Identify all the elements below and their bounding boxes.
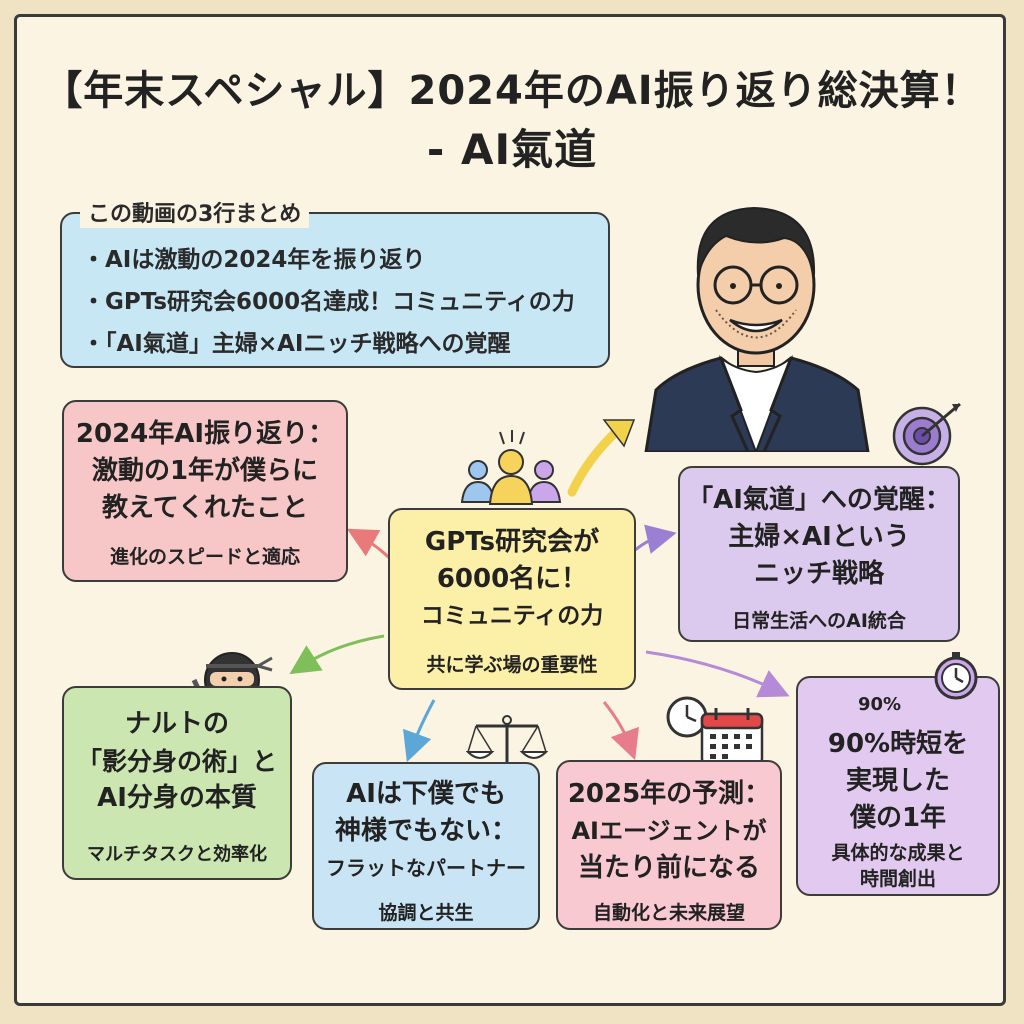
arrow-2025 [602, 701, 639, 761]
box-line: 神様でもない： [334, 816, 517, 846]
arrow-naruto [289, 634, 385, 675]
box-line: ナルトの [124, 709, 229, 739]
box-line: フラットなパートナー [326, 856, 526, 880]
box-line: 6000名に！ [436, 564, 588, 594]
arrow-ai [403, 699, 436, 763]
box-subtext: 自動化と未来展望 [592, 902, 745, 924]
title-line-2: - AI氣道 [426, 125, 598, 174]
person-illustration [644, 206, 870, 452]
box-line: 90%時短を [827, 729, 969, 759]
box-line: AIは下僕でも [346, 779, 506, 809]
box-line: 主婦×AIという [728, 522, 910, 552]
prediction-2025-box: 2025年の予測： AIエージェントが 当たり前になる 自動化と未来展望 [556, 760, 782, 930]
summary-item: ・「AI氣道」主婦×AIニッチ戦略への覚醒 [82, 331, 511, 357]
gpts-community-box: GPTs研究会が 6000名に！ コミュニティの力 共に学ぶ場の重要性 [388, 508, 636, 690]
box-line: 実現した [845, 766, 950, 796]
box-subtext: 共に学ぶ場の重要性 [426, 654, 598, 676]
title-line-1: 【年末スペシャル】2024年のAI振り返り総決算！ [42, 68, 982, 114]
people-group-icon [460, 430, 562, 505]
target-icon [892, 402, 961, 466]
box-line: 2025年の予測： [567, 779, 771, 809]
box-subtext: 日常生活へのAI統合 [732, 610, 906, 632]
calendar-icon [700, 708, 764, 766]
summary-heading: この動画の3行まとめ [80, 196, 310, 228]
box-line: 当たり前になる [577, 853, 760, 883]
box-line: 「影分身の術」と [76, 747, 277, 776]
ai-kido-box: 「AI氣道」への覚醒： 主婦×AIという ニッチ戦略 日常生活へのAI統合 [678, 466, 960, 642]
box-line: 「AI氣道」への覚醒： [687, 485, 951, 515]
box-subtext: 具体的な成果と [831, 842, 965, 864]
box-subtext: 協調と共生 [378, 902, 474, 924]
stopwatch-icon [934, 652, 978, 700]
percent-badge: 90% [858, 694, 902, 715]
summary-box [60, 212, 610, 368]
box-subtext: 進化のスピードと適応 [109, 546, 300, 568]
box-line: 2024年AI振り返り： [75, 419, 335, 449]
box-line: 僕の1年 [849, 803, 947, 833]
arrow-90 [645, 650, 790, 698]
summary-item: ・GPTs研究会6000名達成！コミュニティの力 [82, 289, 575, 315]
time-saving-box: 90% 90%時短を 実現した 僕の1年 具体的な成果と 時間創出 [796, 676, 1000, 896]
box-line: 教えてくれたこと [102, 493, 308, 523]
box-line: AI分身の本質 [97, 783, 257, 813]
box-line: ニッチ戦略 [753, 559, 884, 589]
box-subtext: マルチタスクと効率化 [87, 844, 267, 865]
box-line: GPTs研究会が [424, 527, 600, 557]
naruto-box: ナルトの 「影分身の術」と AI分身の本質 マルチタスクと効率化 [62, 686, 292, 880]
review-2024-box: 2024年AI振り返り： 激動の1年が僕らに 教えてくれたこと 進化のスピードと… [62, 400, 348, 582]
box-subtext: 時間創出 [859, 868, 936, 890]
box-line: 激動の1年が僕らに [91, 456, 319, 486]
ai-partner-box: AIは下僕でも 神様でもない： フラットなパートナー 協調と共生 [312, 762, 540, 930]
box-line: AIエージェントが [571, 817, 767, 845]
summary-item: ・AIは激動の2024年を振り返り [82, 247, 426, 273]
arrow-up-head [602, 419, 636, 448]
arrow-up [567, 425, 623, 497]
box-line: コミュニティの力 [420, 603, 604, 629]
